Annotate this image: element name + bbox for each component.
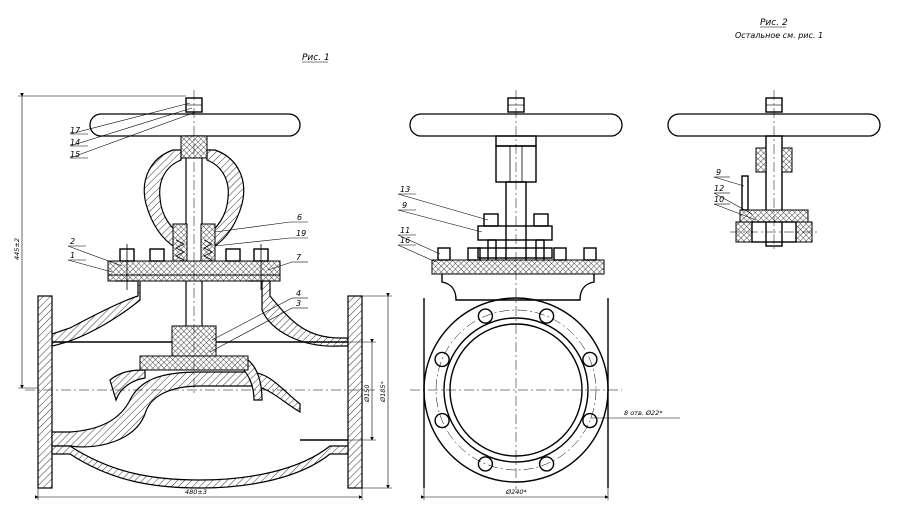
callout-3: 3 (296, 299, 301, 308)
bolt-hole (582, 351, 598, 368)
bolt-holes (434, 308, 598, 472)
callout-2: 2 (70, 237, 75, 246)
bolt-hole (434, 412, 450, 429)
callout-fig2-12: 12 (714, 184, 724, 193)
fig1-section-view: 17 14 15 6 19 2 1 7 4 3 (13, 90, 392, 500)
right-flange (347, 295, 363, 489)
bolt-hole (582, 412, 598, 429)
bolt-hole (538, 308, 555, 324)
dim-length: 480±3 (185, 488, 207, 496)
callout-9: 9 (402, 201, 407, 210)
callout-fig2-9: 9 (716, 168, 721, 177)
callout-6: 6 (297, 213, 302, 222)
front-bonnet-flange (431, 259, 605, 275)
fig1-caption: Рис. 1 (302, 53, 330, 63)
callout-4: 4 (296, 289, 301, 298)
bolt-hole (477, 308, 494, 324)
callout-17: 17 (70, 126, 81, 135)
front-dimensions: Ø240* 8 отв. Ø22* (421, 409, 680, 500)
fig1-callouts: 17 14 15 6 19 2 1 7 4 3 (67, 102, 308, 353)
front-view: 13 9 11 16 Ø240* 8 отв. Ø22* (397, 90, 680, 500)
bolt-hole (538, 456, 555, 472)
dim-bore: Ø150 (363, 384, 371, 403)
callout-19: 19 (296, 229, 306, 238)
callout-14: 14 (70, 138, 80, 147)
dim-holes: 8 отв. Ø22* (624, 409, 663, 417)
fig2-note: Остальное см. рис. 1 (735, 31, 823, 40)
valve-body (51, 280, 141, 350)
callout-fig2-10: 10 (714, 195, 724, 204)
callout-13: 13 (400, 185, 410, 194)
callout-15: 15 (70, 150, 80, 159)
bolt-hole (477, 456, 494, 472)
dim-bolt-circle: Ø185* (379, 380, 387, 403)
dim-flange: Ø240* (505, 488, 528, 496)
dim-height: 445±2 (13, 238, 21, 260)
callout-16: 16 (400, 236, 410, 245)
callout-7: 7 (296, 253, 302, 262)
view2-callouts: 13 9 11 16 (397, 185, 489, 263)
bolt-hole (434, 351, 450, 368)
left-flange (37, 295, 53, 489)
fig2-view: 9 12 10 (667, 90, 881, 250)
fig1-dimensions: 445±2 480±3 Ø150 Ø185* (13, 93, 392, 500)
callout-11: 11 (400, 226, 410, 235)
callout-1: 1 (70, 251, 75, 260)
caption-group: Рис. 1 Рис. 2 Остальное см. рис. 1 (302, 18, 823, 63)
fig2-callouts: 9 12 10 (713, 168, 757, 221)
fig2-caption: Рис. 2 (760, 18, 788, 28)
handwheel (89, 113, 301, 137)
